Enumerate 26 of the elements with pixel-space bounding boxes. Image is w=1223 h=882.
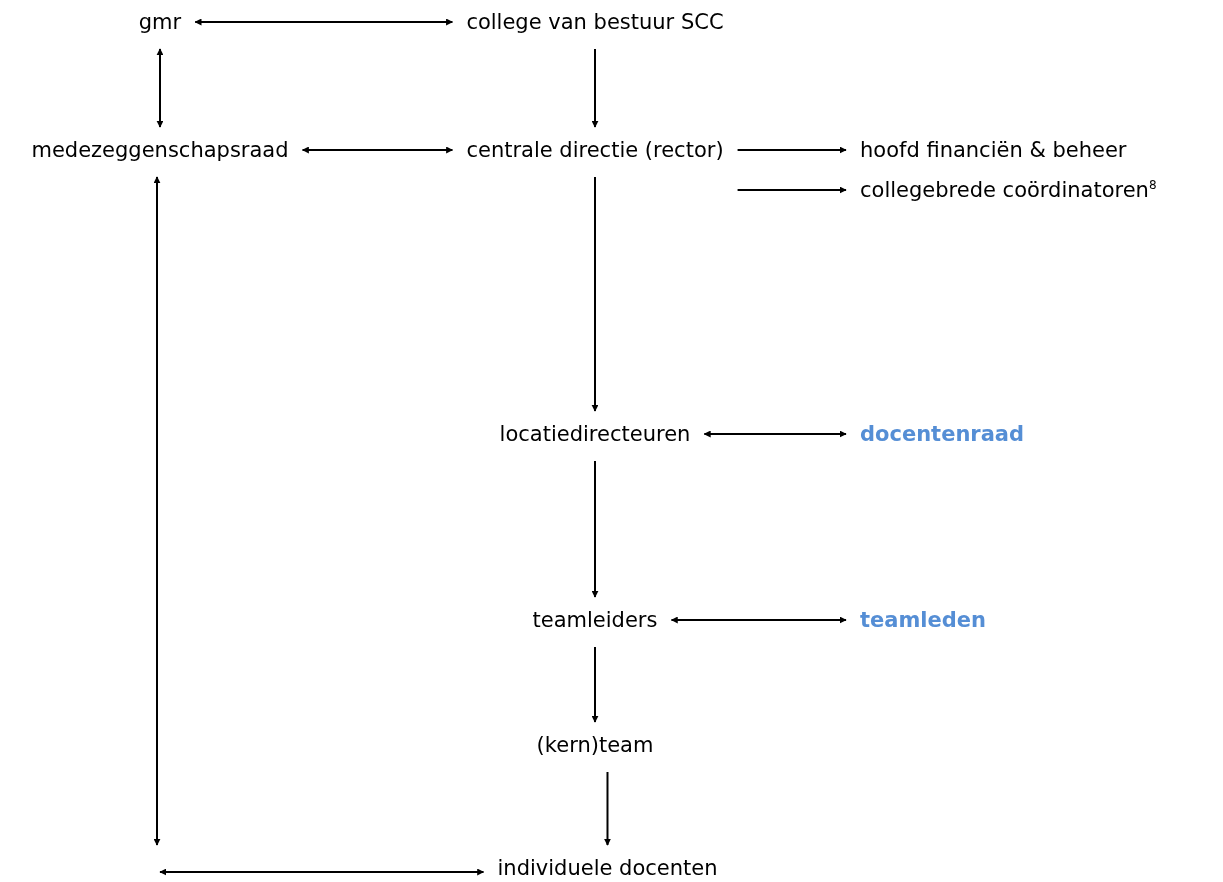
arrow — [156, 48, 164, 128]
arrow — [153, 176, 161, 846]
node-label: hoofd financiën & beheer — [860, 137, 1127, 164]
node-label: medezeggenschapsraad — [31, 137, 289, 164]
highlighted-label: teamleden — [860, 607, 986, 634]
arrow — [301, 146, 454, 154]
node-label: centrale directie (rector) — [466, 137, 724, 164]
node-label: college van bestuur SCC — [466, 9, 724, 36]
node-label: gmr — [138, 9, 182, 36]
arrow — [159, 868, 485, 876]
arrow — [703, 430, 847, 438]
node-label: individuele docenten — [497, 855, 718, 882]
arrow — [736, 146, 847, 154]
arrow — [604, 771, 611, 846]
highlighted-label: docentenraad — [860, 421, 1025, 448]
arrow — [591, 176, 599, 412]
arrow — [194, 18, 454, 26]
arrow — [591, 646, 599, 723]
arrow — [591, 460, 599, 598]
node-label: (kern)team — [536, 732, 654, 759]
node-label: collegebrede coördinatoren$^{8}$ — [860, 177, 1157, 204]
node-label: locatiedirecteuren — [499, 421, 691, 448]
arrow — [736, 186, 847, 194]
node-label: teamleiders — [532, 607, 658, 634]
arrow — [591, 48, 599, 128]
arrow — [670, 616, 847, 624]
